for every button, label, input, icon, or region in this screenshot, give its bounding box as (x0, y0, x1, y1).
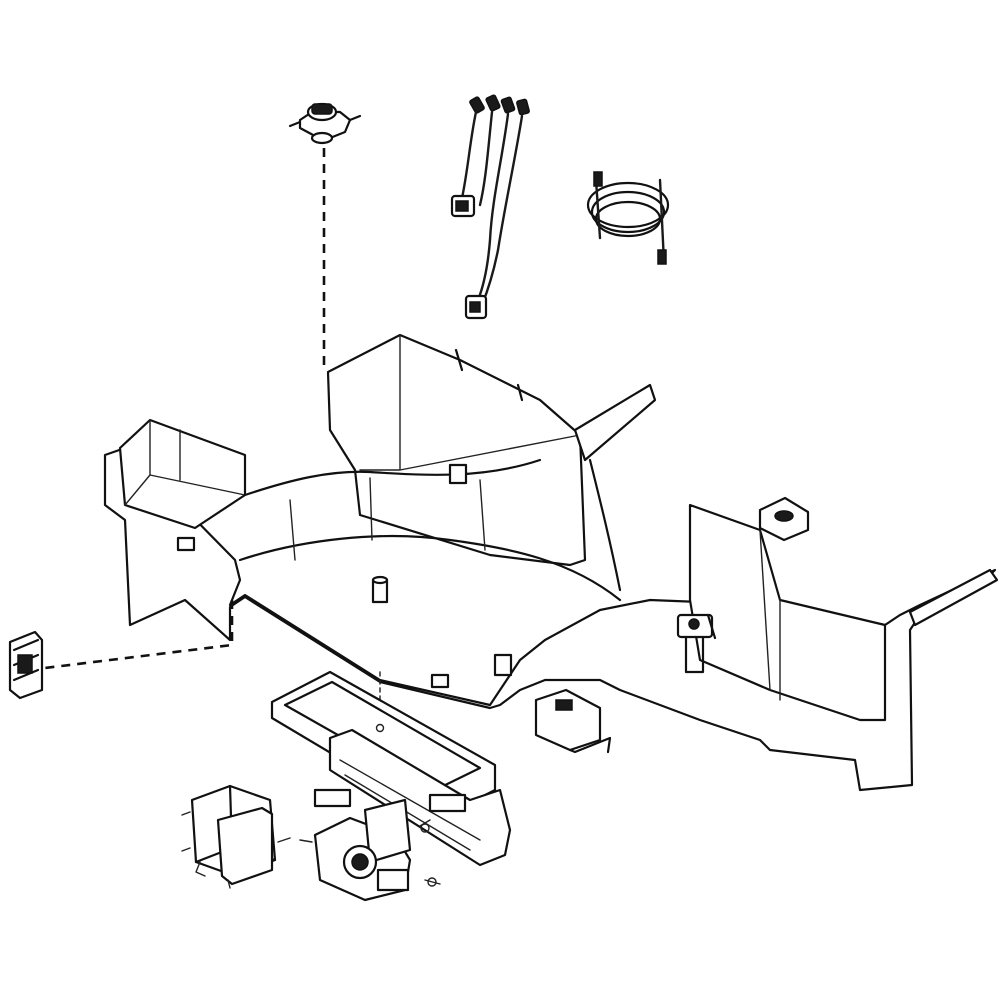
base-frame-housing (103, 333, 999, 792)
coil-heater-part (586, 171, 670, 265)
wire-harness-part (450, 94, 530, 320)
thermal-fuse-part (288, 102, 362, 145)
small-switch-mount-part (534, 688, 612, 754)
control-board-tray-part (270, 670, 512, 867)
timer-motor-part (299, 798, 441, 902)
side-switch-bracket-part (8, 630, 44, 700)
transformer-part (181, 784, 291, 889)
